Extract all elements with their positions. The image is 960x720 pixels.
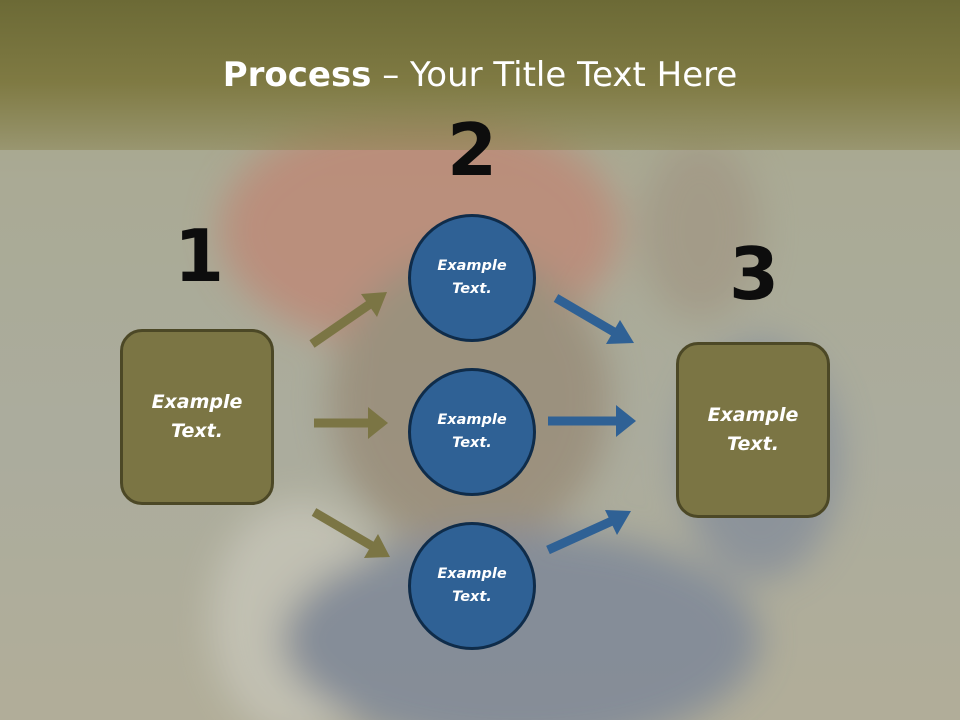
box-right: Example Text.	[676, 342, 830, 518]
arrow-left-top	[309, 292, 387, 348]
title-bar	[0, 0, 960, 150]
circle-top: Example Text.	[408, 214, 536, 342]
arrow-left-bottom	[311, 508, 390, 558]
slide-title: Process – Your Title Text Here	[0, 52, 960, 98]
circle-bottom-label: Example Text.	[437, 566, 507, 605]
arrow-left-middle	[314, 407, 388, 439]
title-rest: – Your Title Text Here	[371, 55, 738, 95]
circle-middle: Example Text.	[408, 368, 536, 496]
box-right-label: Example Text.	[707, 404, 799, 455]
step-number-2: 2	[446, 108, 498, 192]
box-left: Example Text.	[120, 329, 274, 505]
step-number-3: 3	[728, 232, 780, 316]
box-left-label: Example Text.	[151, 391, 243, 442]
circle-middle-label: Example Text.	[437, 412, 507, 451]
arrow-right-top	[553, 294, 634, 344]
step-number-1: 1	[173, 214, 225, 298]
circle-top-label: Example Text.	[437, 258, 507, 297]
arrow-right-middle	[548, 405, 636, 437]
title-bold: Process	[222, 55, 372, 95]
circle-bottom: Example Text.	[408, 522, 536, 650]
arrow-right-bottom	[546, 510, 631, 555]
